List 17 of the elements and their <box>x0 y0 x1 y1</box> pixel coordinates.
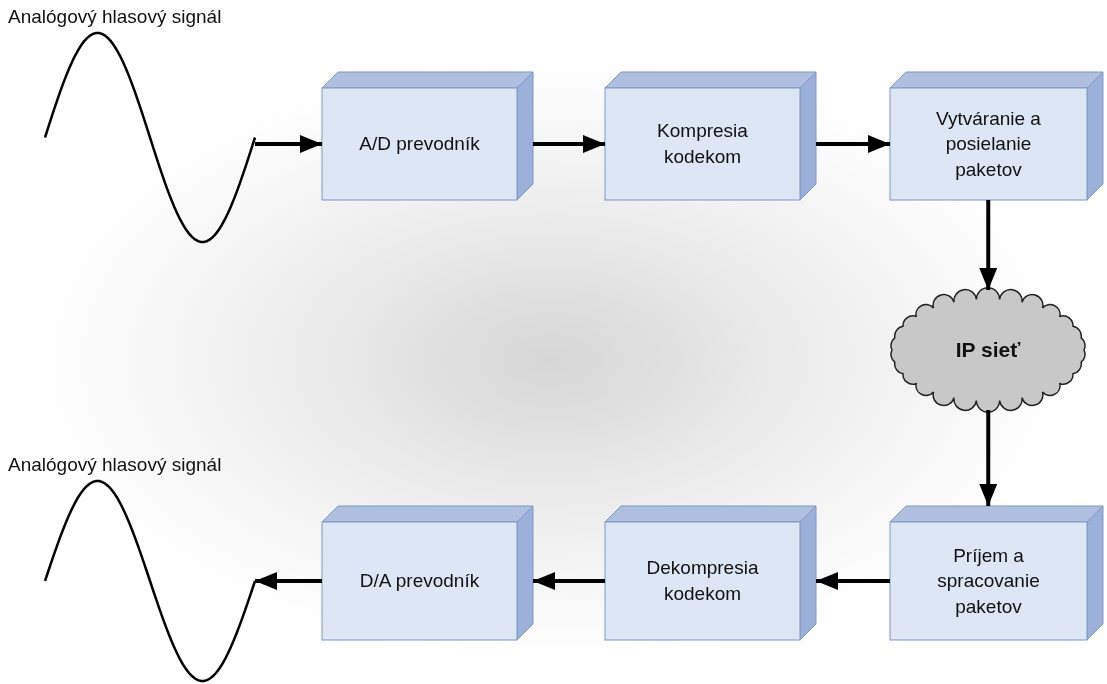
step-label: D/A prevodník <box>358 569 481 594</box>
arrow <box>816 572 890 590</box>
signal-caption: Analógový hlasový signál <box>8 6 222 28</box>
step-label: Kompresia kodekom <box>656 119 749 169</box>
arrow <box>255 572 322 590</box>
arrow <box>979 410 998 506</box>
step-label: Vytváranie a posielanie paketov <box>935 106 1042 182</box>
arrow <box>979 200 998 290</box>
step-label: Dekompresia kodekom <box>645 556 760 606</box>
arrow <box>533 135 605 153</box>
step-label: A/D prevodník <box>358 132 481 157</box>
arrow <box>255 135 322 153</box>
cloud-label: IP sieť <box>955 336 1021 363</box>
arrow <box>533 572 605 590</box>
signal-caption: Analógový hlasový signál <box>8 454 222 476</box>
step-label: Príjem a spracovanie paketov <box>936 543 1041 619</box>
arrow <box>816 135 890 153</box>
